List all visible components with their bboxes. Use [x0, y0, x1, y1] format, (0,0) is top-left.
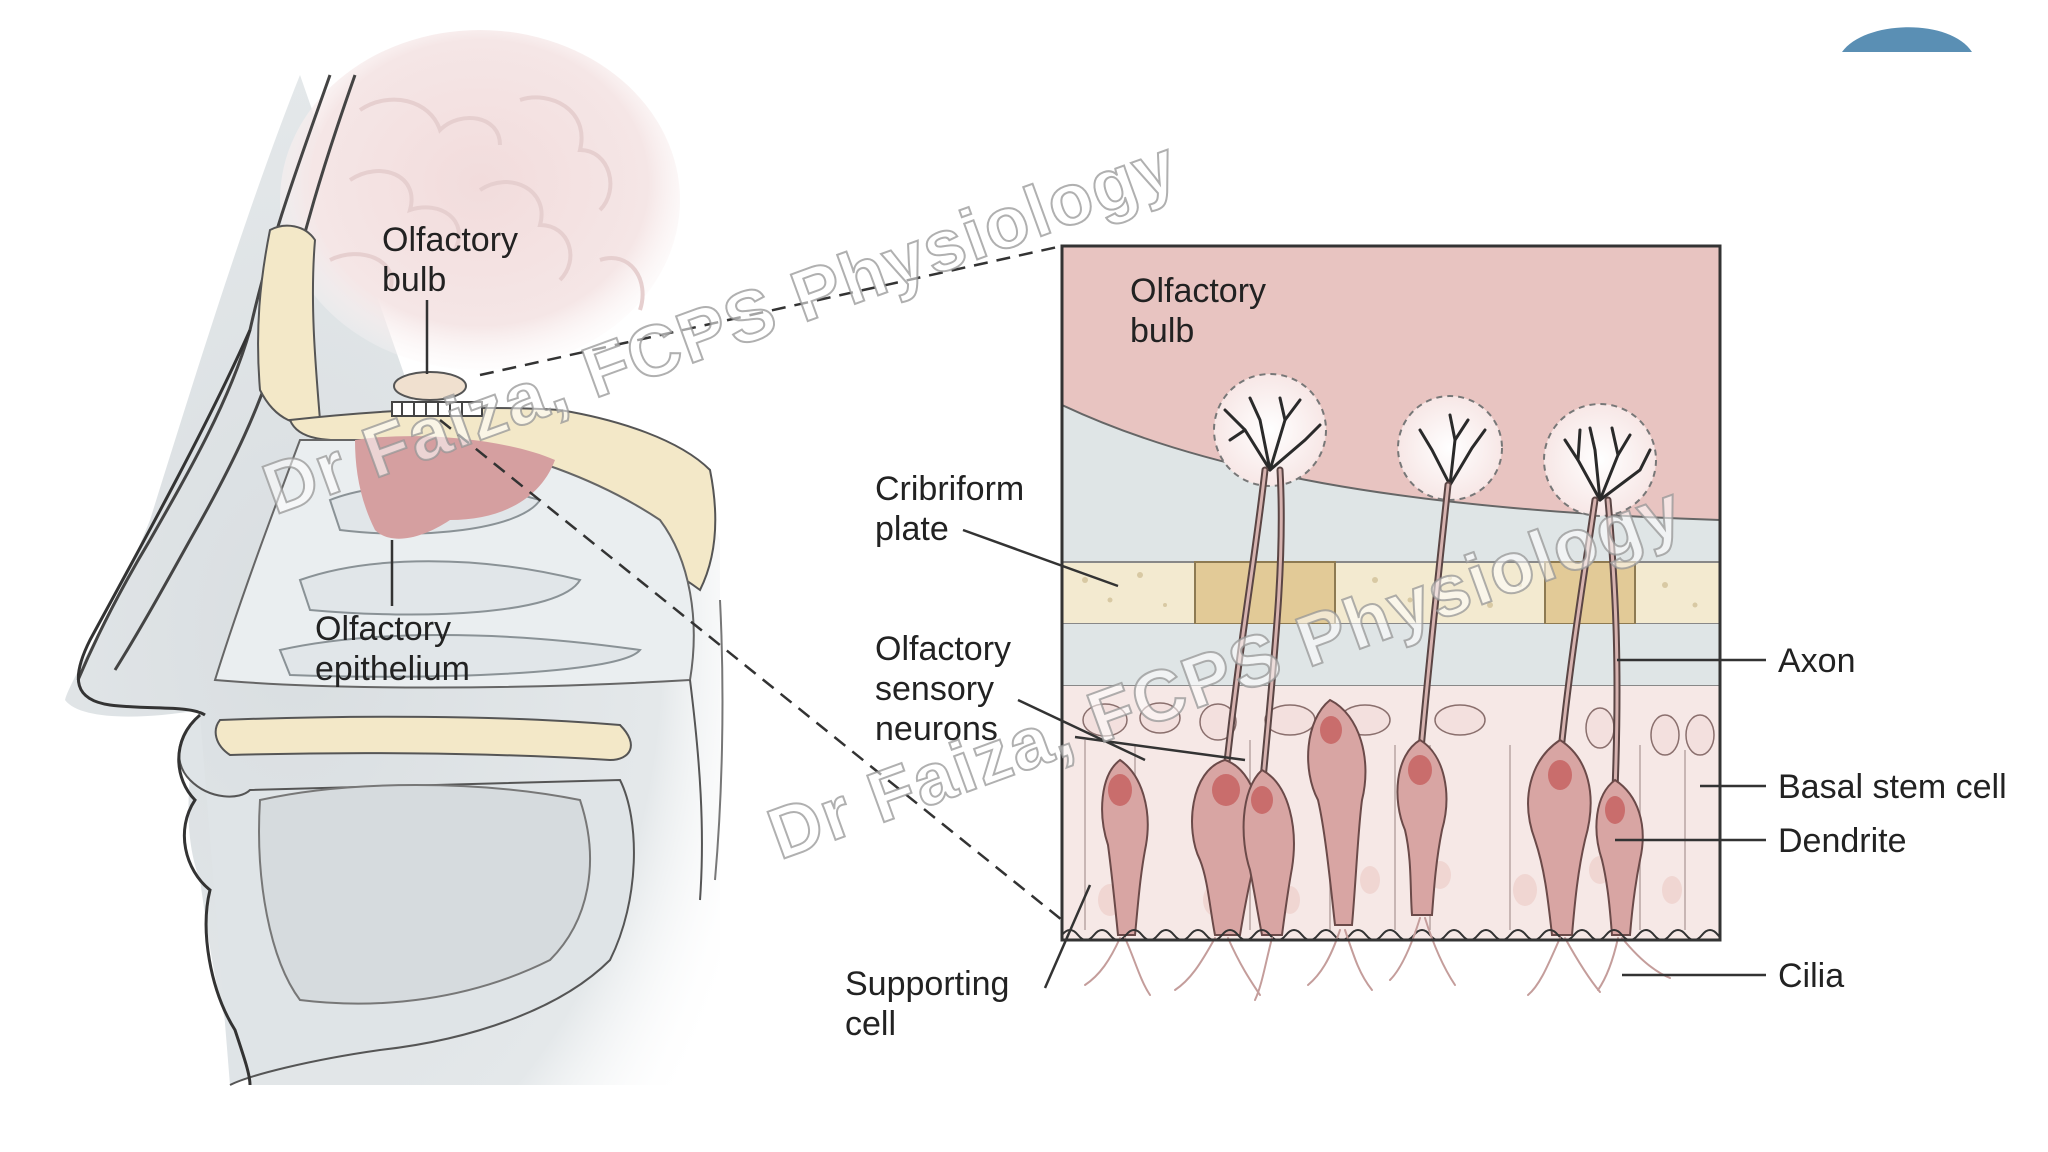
- supporting-label-line2: cell: [845, 1005, 896, 1043]
- neuron-5: [1527, 738, 1592, 936]
- neuron-3: [1307, 698, 1367, 926]
- skull-outline: [76, 74, 332, 681]
- skull-inner: [113, 74, 357, 671]
- head-epithelium-label-line1: Olfactory: [315, 610, 451, 648]
- head-epithelium-label-line2: epithelium: [315, 650, 470, 688]
- supporting-label-line1: Supporting: [845, 965, 1009, 1003]
- cribriform-foramen-2: [1544, 561, 1636, 625]
- head-bulb-label-line2: bulb: [382, 261, 446, 299]
- chin-outline: [177, 713, 252, 1086]
- neuron-4: [1396, 738, 1448, 916]
- frontal-bone: [257, 224, 322, 425]
- inset-border: [1060, 244, 1722, 942]
- inset-callout-lines: [962, 528, 1766, 989]
- glomerulus-2: [1397, 395, 1503, 501]
- apical-surface: [1062, 929, 1720, 940]
- neurons-label-line2: sensory: [875, 670, 994, 708]
- dendrite-label: Dendrite: [1778, 822, 1907, 860]
- inset-bulb-label-line1: Olfactory: [1130, 272, 1266, 310]
- hard-palate: [214, 715, 632, 762]
- cilia: [1084, 917, 1671, 1001]
- olfactory-epithelium: [355, 436, 555, 539]
- head-olfactory-bulb: [393, 371, 467, 401]
- neuron-nuclei: [1108, 716, 1625, 824]
- inset-lamina-band: [1062, 624, 1720, 686]
- axon-label: Axon: [1778, 642, 1856, 680]
- cilia-label: Cilia: [1778, 957, 1844, 995]
- inset-bulb-label-line2: bulb: [1130, 312, 1194, 350]
- axons-inner: [1223, 468, 1619, 792]
- basal-stem-cell-label: Basal stem cell: [1778, 768, 2007, 806]
- neurons-label-line1: Olfactory: [875, 630, 1011, 668]
- blue-accent-shape: [1842, 27, 1972, 52]
- cribriform-foramen-1: [1194, 561, 1336, 625]
- tongue: [258, 784, 591, 1005]
- basal-cells: [1082, 702, 1715, 756]
- cribriform-label-line1: Cribriform: [875, 470, 1024, 508]
- nose-outline: [76, 329, 252, 717]
- head-section: [65, 30, 724, 1086]
- head-callout-lines: [390, 300, 429, 606]
- zoom-dashed-lines: [439, 244, 1063, 921]
- inset-panel: [1062, 246, 1720, 940]
- brain-gyri: [329, 95, 645, 311]
- inset-dura-band: [1062, 405, 1720, 570]
- glomeruli: [1213, 373, 1657, 517]
- neurons-label-line3: neurons: [875, 710, 998, 748]
- sensory-neurons: [1101, 698, 1644, 936]
- glomerulus-3: [1543, 403, 1657, 517]
- axon-arbors: [1223, 396, 1652, 502]
- head-bulb-label-line1: Olfactory: [382, 221, 518, 259]
- cribriform-label-line2: plate: [875, 510, 949, 548]
- brain: [280, 30, 680, 370]
